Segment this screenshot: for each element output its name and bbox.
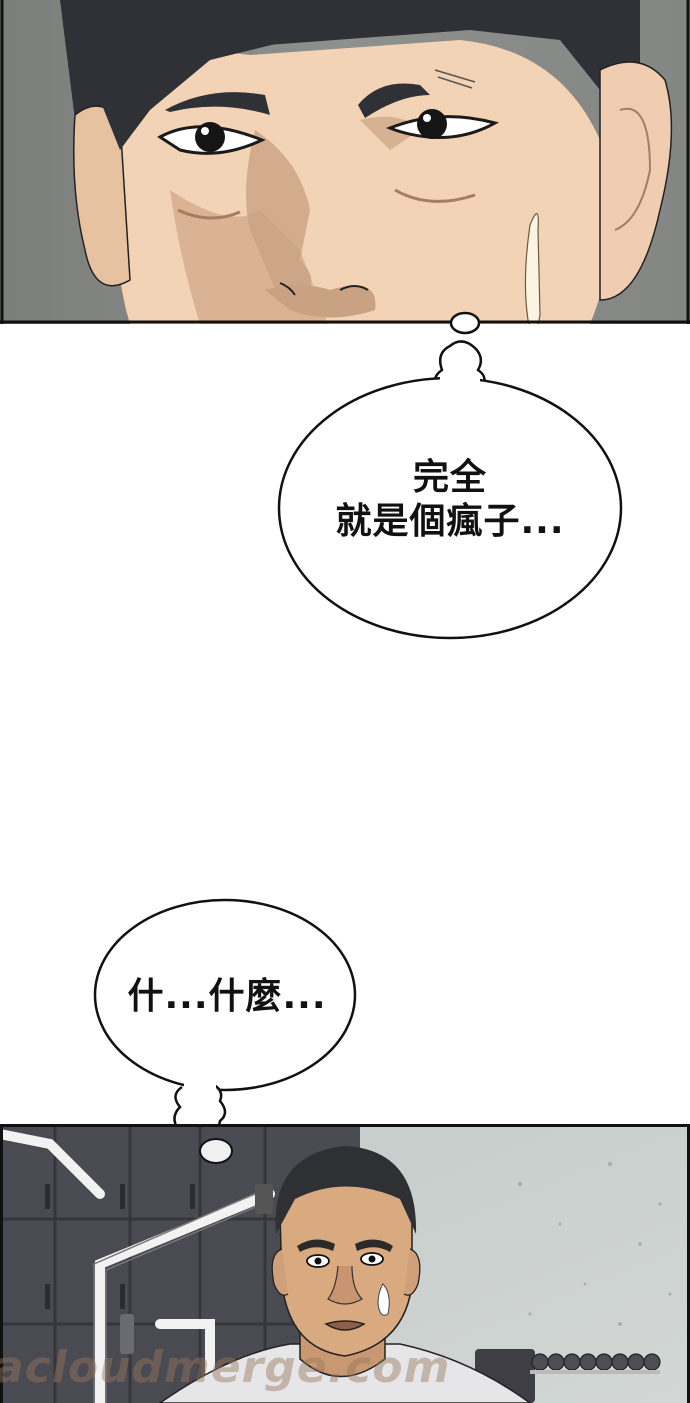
thought-bubble-2-text: 什...什麼... xyxy=(92,975,362,1019)
bubble-1-line-1: 完全 xyxy=(412,457,487,498)
bubble-1-line-2: 就是個瘋子... xyxy=(335,500,565,542)
comic-panel-bottom: acloudmerge.com xyxy=(0,1124,690,1403)
watermark: acloudmerge.com xyxy=(0,1342,451,1393)
thought-bubble-1-text: 完全 就是個瘋子... xyxy=(270,456,630,544)
comic-panel-top xyxy=(0,0,690,324)
face-closeup-illustration xyxy=(0,0,690,324)
thought-bubble-2-puff xyxy=(199,1138,233,1164)
bubble-2-line-1: 什...什麼... xyxy=(127,976,327,1017)
thought-bubble-1: 完全 就是個瘋子... xyxy=(270,308,630,648)
thought-bubble-1-shape xyxy=(277,311,623,640)
gym-scene-illustration xyxy=(0,1124,690,1403)
